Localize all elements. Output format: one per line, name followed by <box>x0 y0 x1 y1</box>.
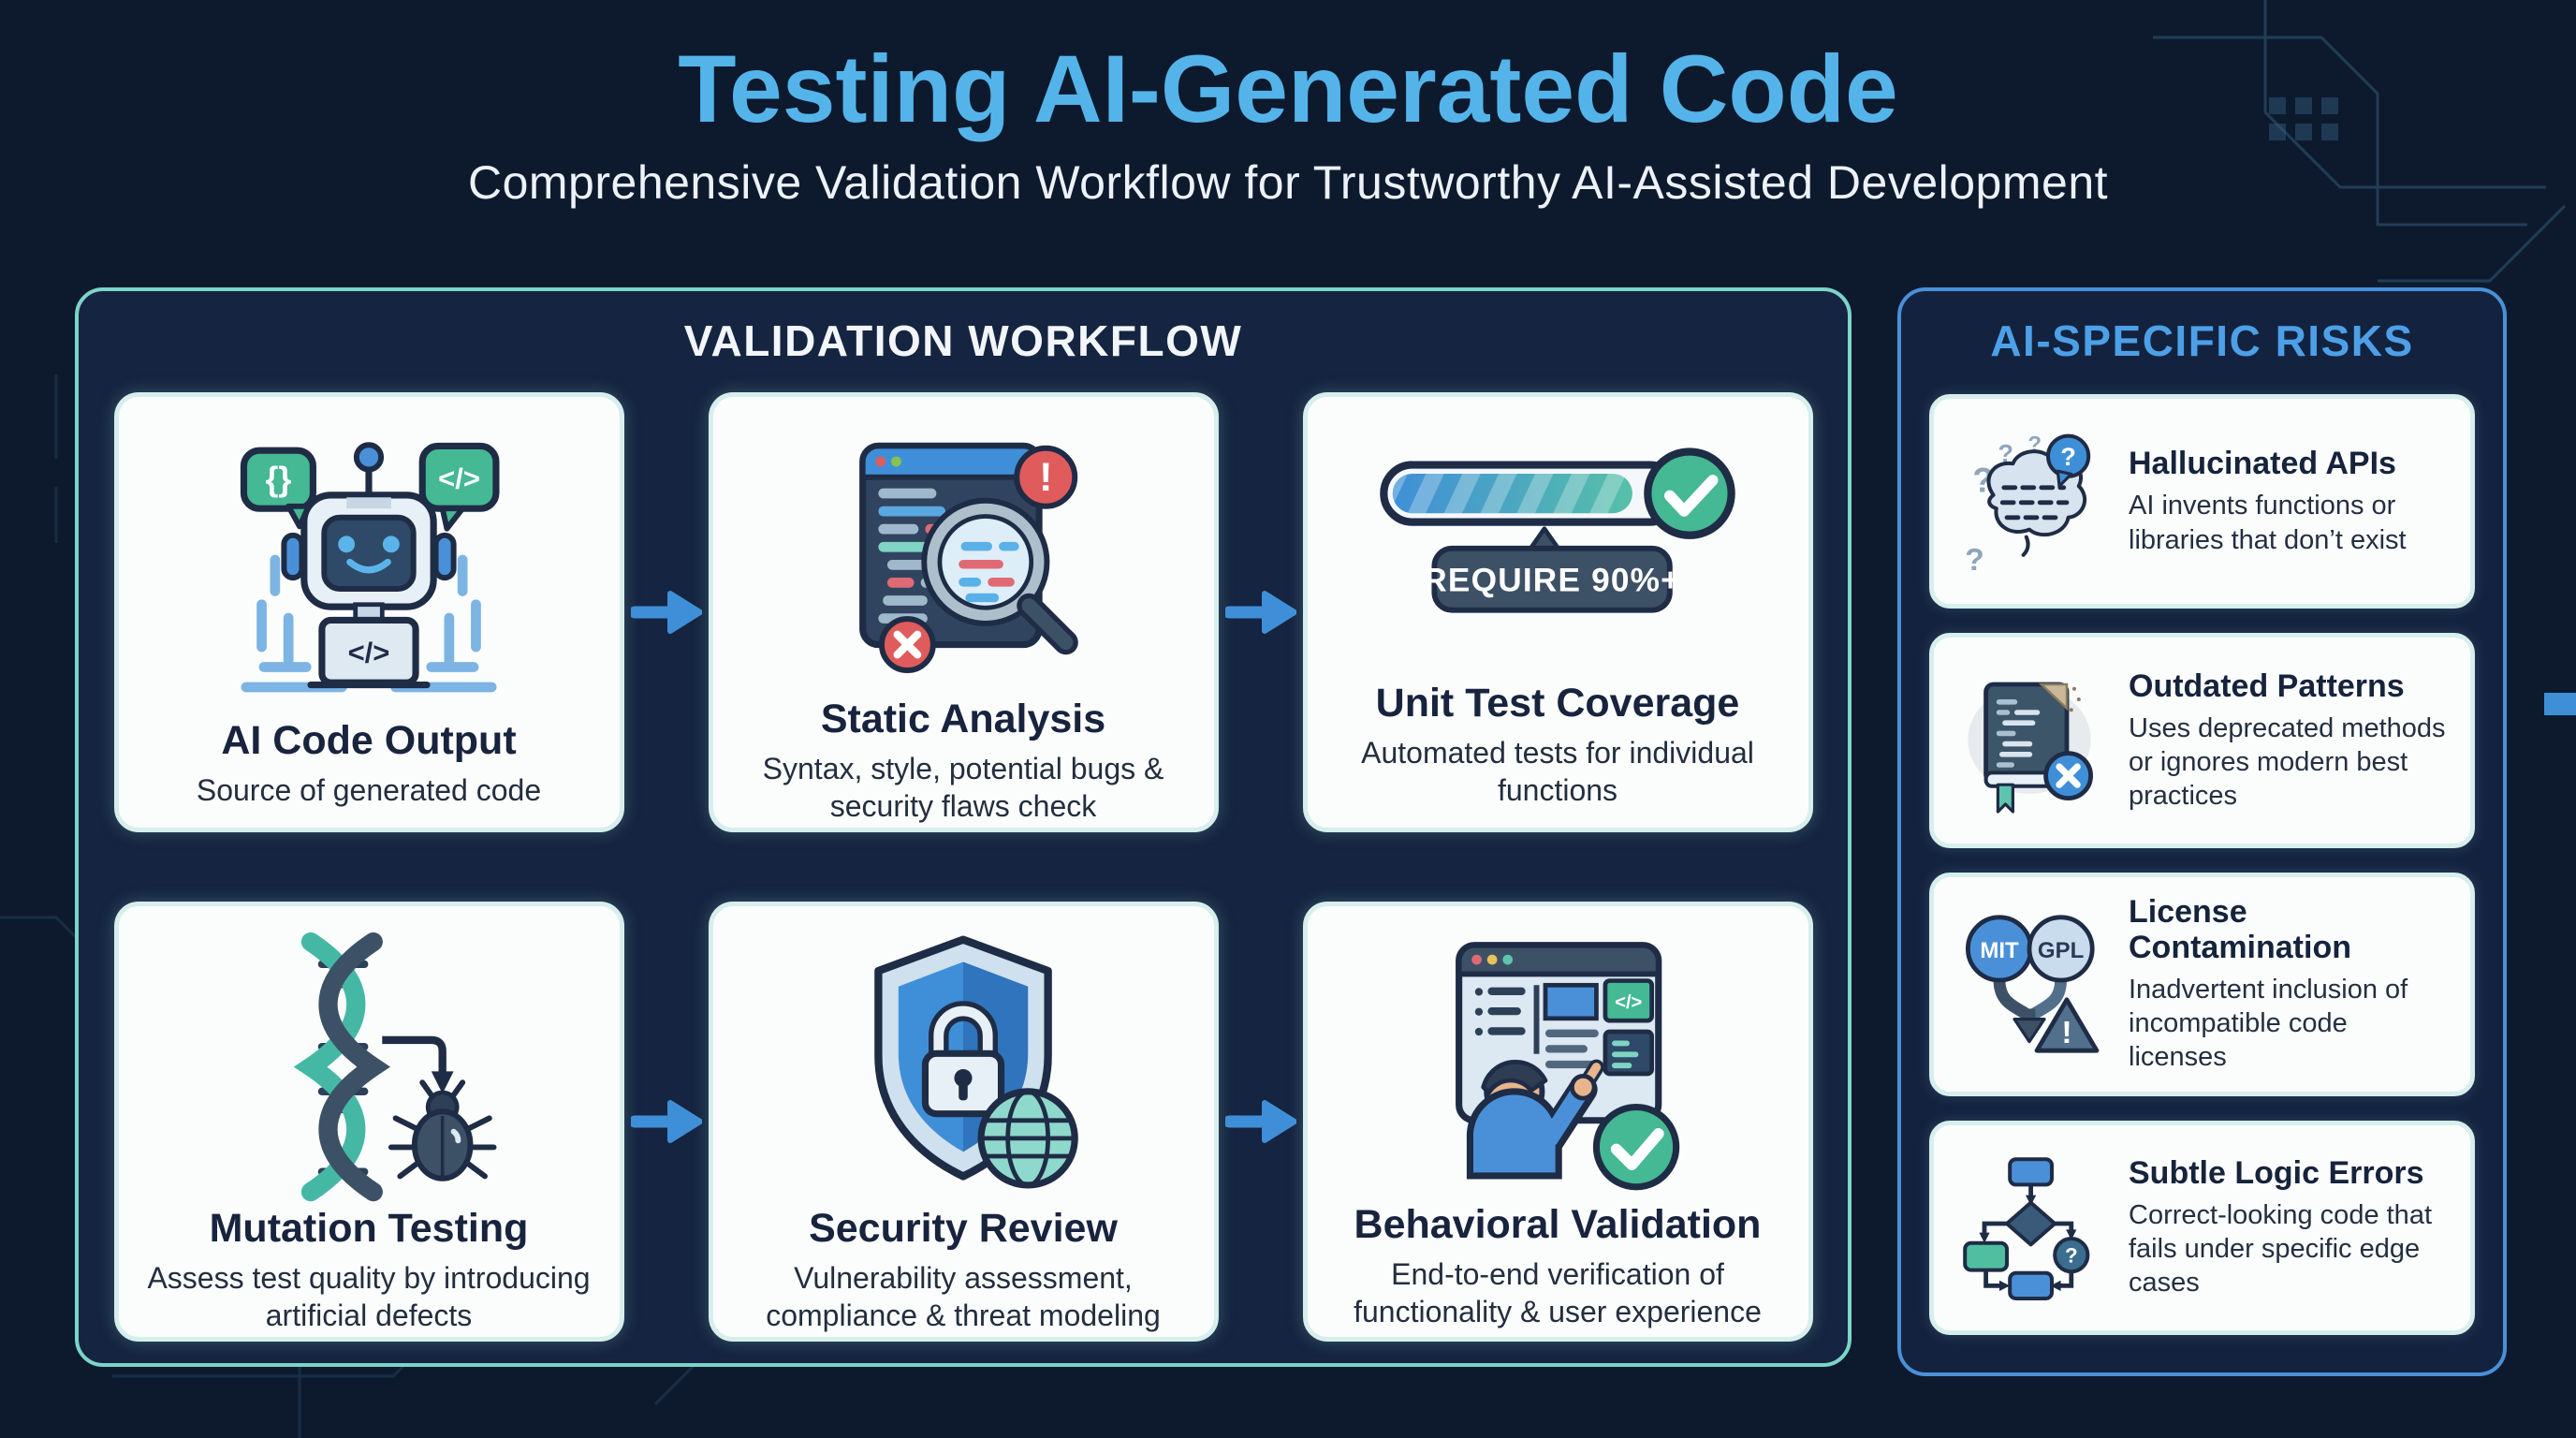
x-icon <box>2056 763 2081 788</box>
svg-text:?: ? <box>1972 461 1993 499</box>
risks-heading: AI-SPECIFIC RISKS <box>1990 316 2414 365</box>
wcard-description: Automated tests for individual functions <box>1361 736 1754 807</box>
wcard-description: End-to-end verification of functionality… <box>1354 1257 1762 1328</box>
card-ai-code-output: </> {} </> AI Code Output Source of gene… <box>113 392 624 832</box>
svg-text:</>: </> <box>348 636 390 668</box>
wcard-description: Syntax, style, potential bugs & security… <box>762 752 1164 823</box>
wcard-title: Static Analysis <box>820 697 1106 741</box>
card-mutation-testing: Mutation Testing Assess test quality by … <box>113 902 624 1342</box>
license-merge-icon: MIT GPL ! <box>1966 915 2100 1053</box>
workflow-heading: VALIDATION WORKFLOW <box>683 316 1243 365</box>
risk-title: License Contamination <box>2129 893 2351 965</box>
wcard-title: Security Review <box>809 1206 1118 1251</box>
validation-workflow-panel: VALIDATION WORKFLOW <box>75 287 1852 1367</box>
card-security-review: Security Review Vulnerability assessment… <box>708 902 1219 1342</box>
risk-title: Outdated Patterns <box>2129 668 2405 704</box>
mit-label: MIT <box>1980 938 2019 963</box>
gpl-label: GPL <box>2038 938 2084 963</box>
old-book-icon <box>1968 682 2093 814</box>
risks-list: ? ? ? ? ? <box>1929 394 2475 1335</box>
risk-card-subtle-logic-errors: ? Subtle Logic Errors Correct-looking co… <box>1929 1120 2475 1335</box>
header: Testing AI-Generated Code Comprehensive … <box>0 0 2576 210</box>
error-x-icon <box>893 630 922 659</box>
brain-question-icon: ? ? ? ? ? <box>1965 432 2091 577</box>
risk-title: Subtle Logic Errors <box>2129 1154 2424 1191</box>
check-icon <box>1663 475 1719 517</box>
risk-description: Correct-looking code that fails under sp… <box>2129 1199 2432 1299</box>
wcard-description: Source of generated code <box>196 773 542 807</box>
svg-text:?: ? <box>2065 1244 2078 1268</box>
wcard-title: Unit Test Coverage <box>1375 681 1740 726</box>
svg-text:{}: {} <box>266 461 292 498</box>
card-unit-test-coverage: REQUIRE 90%+ Unit Test Coverage Automate… <box>1302 392 1813 832</box>
flow-arrow-icon <box>1224 1100 1296 1143</box>
wcard-title: Behavioral Validation <box>1354 1202 1762 1247</box>
shield-lock-globe-icon <box>874 935 1078 1189</box>
svg-text:!: ! <box>2061 1016 2071 1050</box>
flow-arrow-icon <box>1224 591 1296 634</box>
wcard-title: Mutation Testing <box>209 1206 529 1251</box>
check-icon <box>1610 1128 1664 1171</box>
wcard-description: Vulnerability assessment, compliance & t… <box>766 1261 1161 1332</box>
page-subtitle: Comprehensive Validation Workflow for Tr… <box>467 156 2109 210</box>
coverage-progress-icon: REQUIRE 90%+ <box>1380 448 1735 613</box>
flowchart-question-icon: ? <box>1963 1157 2090 1301</box>
risk-title: Hallucinated APIs <box>2129 446 2396 482</box>
dna-bug-icon <box>293 932 497 1202</box>
card-behavioral-validation: </> <box>1302 902 1813 1342</box>
risk-card-hallucinated-apis: ? ? ? ? ? <box>1929 394 2475 609</box>
risk-description: Inadvertent inclusion of incompatible co… <box>2129 974 2408 1073</box>
card-static-analysis: ! Static Analysis Syntax, style, potenti… <box>708 392 1219 832</box>
svg-text:!: ! <box>1039 455 1052 500</box>
user-screen-check-icon: </> <box>1456 942 1680 1191</box>
svg-text:?: ? <box>1998 438 2013 467</box>
ai-specific-risks-panel: AI-SPECIFIC RISKS ? ? ? ? <box>1897 287 2507 1376</box>
ai-robot-icon: </> {} </> <box>240 441 500 692</box>
wcard-title: AI Code Output <box>221 718 517 763</box>
svg-text:</>: </> <box>1615 992 1642 1013</box>
wcard-description: Assess test quality by introducing artif… <box>147 1261 591 1332</box>
svg-text:</>: </> <box>438 462 480 494</box>
edge-accent-bar <box>2544 693 2576 715</box>
code-magnifier-icon: ! <box>859 442 1078 673</box>
svg-text:?: ? <box>2060 441 2076 470</box>
risk-card-outdated-patterns: Outdated Patterns Uses deprecated method… <box>1929 633 2475 848</box>
risk-card-license-contamination: MIT GPL ! License Contamination Inadvert… <box>1929 872 2475 1096</box>
svg-text:?: ? <box>1965 542 1984 577</box>
workflow-grid: </> {} </> AI Code Output Source of gene… <box>79 392 1848 1342</box>
coverage-badge-label: REQUIRE 90%+ <box>1423 563 1681 599</box>
warning-triangle-icon <box>2034 997 2100 1053</box>
page-title: Testing AI-Generated Code <box>678 36 1898 142</box>
risk-description: Uses deprecated methods or ignores moder… <box>2129 712 2446 812</box>
flow-arrow-icon <box>630 1100 702 1143</box>
flow-arrow-icon <box>630 591 702 634</box>
risk-description: AI invents functions or libraries that d… <box>2129 491 2407 555</box>
